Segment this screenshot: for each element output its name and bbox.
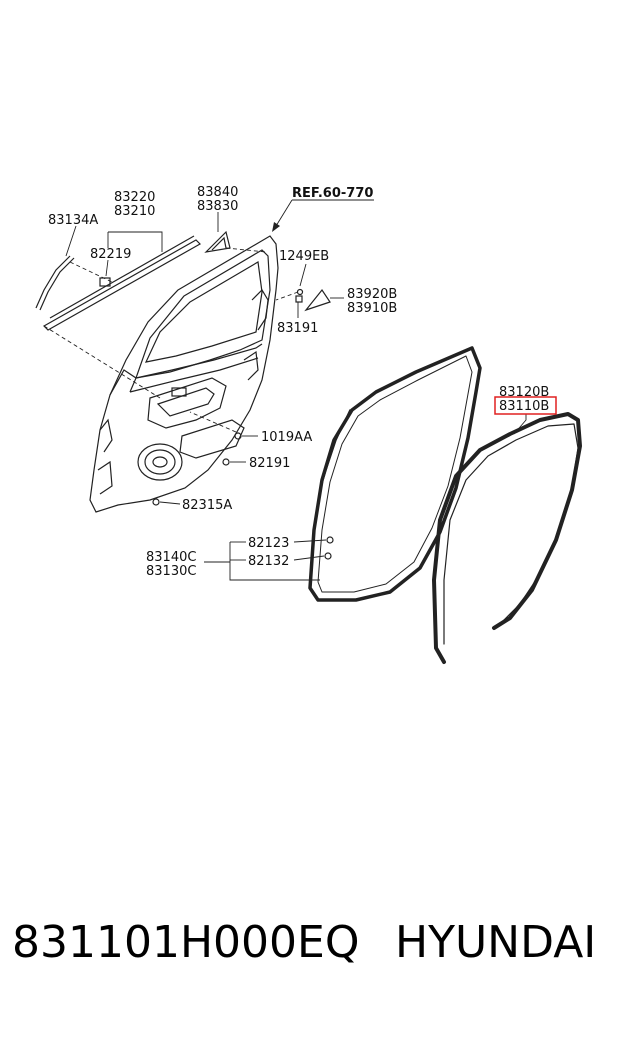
door-seal-opening [432,412,582,664]
product-caption: 831101H000EQ HYUNDAI [0,905,620,985]
label-82315A: 82315A [182,498,232,513]
label-83830: 83830 [197,199,238,214]
door-seal-body [308,346,482,602]
part-labels: 83220 83210 83840 83830 REF.60-770 83134… [48,185,557,579]
brand-name: HYUNDAI [395,917,597,968]
label-83910B: 83910B [347,301,397,316]
label-83840: 83840 [197,185,238,200]
fasteners [152,288,334,560]
label-83110B: 83110B [499,399,549,414]
moldings [35,230,331,331]
assembly-lines [43,247,299,433]
label-82191: 82191 [249,456,290,471]
label-83140C: 83140C [146,550,196,565]
label-83210: 83210 [114,204,155,219]
leader-lines [65,199,527,581]
parts-diagram: 83220 83210 83840 83830 REF.60-770 83134… [35,185,582,664]
part-number: 831101H000EQ [12,917,360,968]
label-82219: 82219 [90,247,131,262]
label-83130C: 83130C [146,564,196,579]
highlight-box [494,396,557,415]
ref-label: REF.60-770 [292,186,373,201]
label-1019AA: 1019AA [261,430,312,445]
label-82123: 82123 [248,536,289,551]
label-82132: 82132 [248,554,289,569]
label-83191: 83191 [277,321,318,336]
label-83220: 83220 [114,190,155,205]
label-1249EB: 1249EB [279,249,329,264]
door-panel [89,235,279,513]
label-83134A: 83134A [48,213,98,228]
label-83920B: 83920B [347,287,397,302]
